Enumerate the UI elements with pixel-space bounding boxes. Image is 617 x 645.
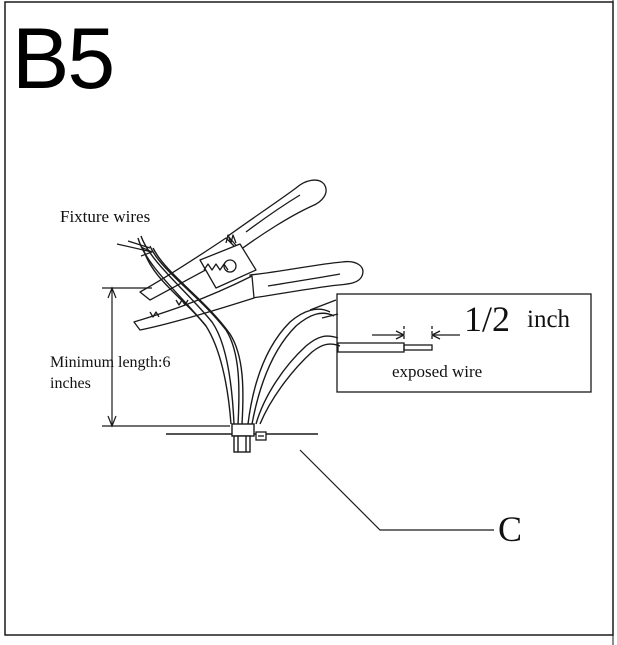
- callout-leader: [299, 449, 494, 531]
- mounting-strap-icon: [166, 423, 318, 453]
- minimum-length-line1: Minimum length:6: [50, 354, 171, 371]
- strip-length-fraction: 1/2: [464, 299, 511, 339]
- minimum-length-line2: inches: [50, 375, 91, 392]
- fixture-wire-bundle: [137, 235, 341, 425]
- screw-terminal-icon: [255, 431, 267, 441]
- minimum-length-label: Minimum length:6 inches: [50, 352, 170, 394]
- wire-stripper-icon: [133, 179, 364, 331]
- strip-length-unit: inch: [527, 306, 571, 333]
- exposed-wire-label: exposed wire: [392, 362, 483, 381]
- callout-c-label: C: [498, 509, 523, 549]
- step-label: B5: [12, 11, 115, 107]
- min-length-dimension: [102, 286, 230, 428]
- fixture-wires-label: Fixture wires: [60, 207, 151, 226]
- exposed-wire-inset: [336, 293, 592, 393]
